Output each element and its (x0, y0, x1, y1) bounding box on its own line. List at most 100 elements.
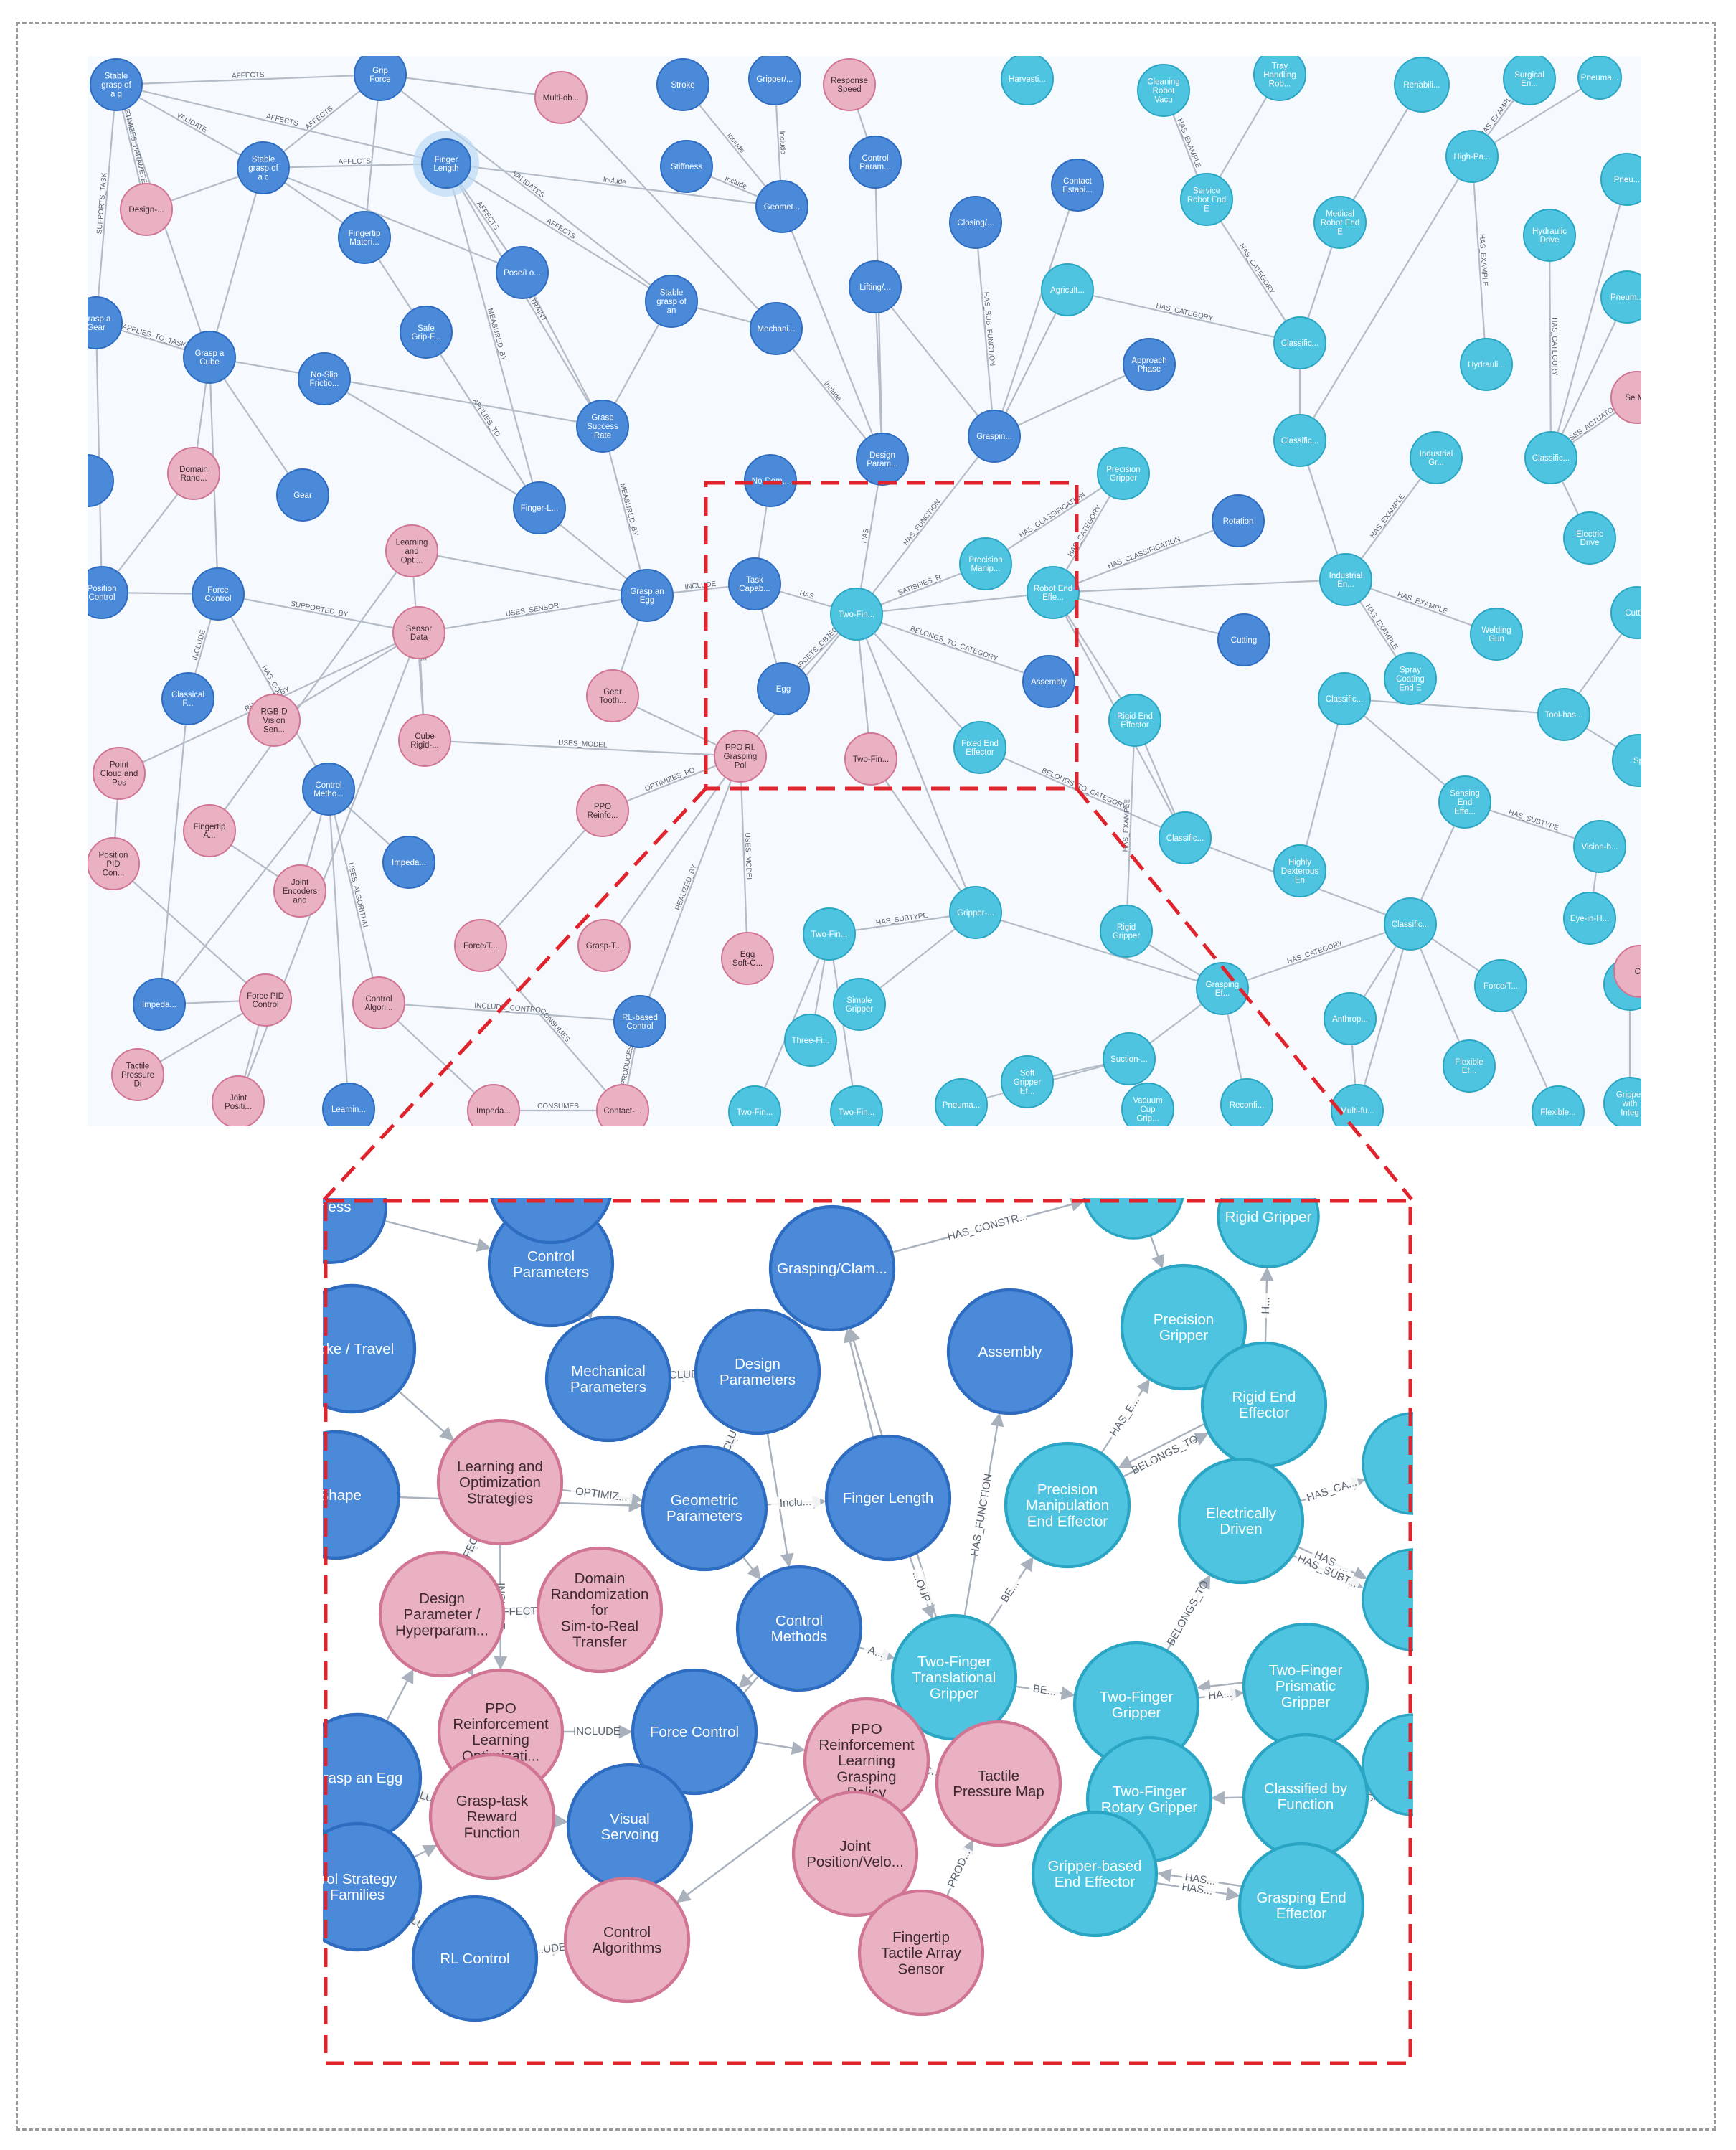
overview-node-gripper[interactable]: Gripper-... (949, 886, 1002, 939)
overview-node-co[interactable]: Co (1613, 945, 1641, 998)
overview-node-high-pa[interactable]: High-Pa... (1445, 130, 1499, 183)
overview-node-stiffness[interactable]: Stiffness (660, 140, 713, 193)
overview-node-two-fin[interactable]: Two-Fin... (728, 1085, 781, 1126)
overview-node-three-fi[interactable]: Three-Fi... (784, 1014, 837, 1067)
overview-node-classific[interactable]: Classific... (1273, 316, 1326, 369)
overview-node-harvesti[interactable]: Harvesti... (1001, 56, 1054, 105)
overview-node-cutti[interactable]: Cutti... (1610, 586, 1641, 639)
detail-node-r-shape[interactable]: r Shape (323, 1430, 401, 1560)
detail-node-troke-travel[interactable]: troke / Travel (323, 1283, 417, 1414)
overview-node-gear[interactable]: Gear (276, 468, 329, 522)
overview-node-assembly[interactable]: Assembly (1022, 655, 1075, 708)
detail-node-grasp-an-egg[interactable]: Grasp an Egg (323, 1712, 423, 1843)
overview-node-impeda[interactable]: Impeda... (133, 978, 186, 1031)
overview-node-rotation[interactable]: Rotation (1212, 494, 1265, 547)
overview-node-grasp-t[interactable]: Grasp-T... (577, 919, 631, 972)
overview-node-force-t[interactable]: Force/T... (1474, 959, 1527, 1012)
overview-node-finger-l[interactable]: Finger-L... (513, 481, 566, 534)
overview-node-lifting[interactable]: Lifting/... (849, 260, 902, 313)
overview-node-suction[interactable]: Suction-... (1103, 1032, 1156, 1085)
overview-node-pneum[interactable]: Pneum... (1600, 270, 1641, 324)
overview-node-vision-b[interactable]: Vision-b... (1573, 820, 1626, 873)
overview-node-no-dom[interactable]: No-Dom... (744, 454, 797, 507)
overview-node-learnin[interactable]: Learnin... (322, 1083, 375, 1126)
overview-node-closing[interactable]: Closing/... (949, 196, 1002, 249)
overview-node-mechani[interactable]: Mechani... (750, 302, 803, 355)
overview-node-two-fin[interactable]: Two-Fin... (844, 732, 897, 786)
overview-node-tool-bas[interactable]: Tool-bas... (1537, 688, 1590, 741)
overview-node-agricult[interactable]: Agricult... (1041, 263, 1094, 316)
detail-node-rigid-gripper[interactable]: Rigid Gripper (1217, 1198, 1320, 1268)
overview-node-gripper[interactable]: Gripper/... (748, 56, 801, 105)
overview-node-eye-in-h[interactable]: Eye-in-H... (1563, 892, 1616, 945)
overview-node-two-fin[interactable]: Two-Fin... (830, 1085, 883, 1126)
overview-node-classific[interactable]: Classific... (1159, 811, 1212, 864)
overview-node-stroke[interactable]: Stroke (656, 58, 709, 111)
detail-node-d41[interactable] (1362, 1412, 1413, 1515)
detail-node-finger-length[interactable]: Finger Length (824, 1434, 952, 1562)
detail-node-ppo-reinforcement-learning-grasping-policy[interactable]: PPOReinforcementLearningGraspingPolicy (803, 1697, 930, 1824)
overview-node-o50[interactable] (88, 454, 114, 507)
detail-node-force-control[interactable]: Force Control (631, 1668, 758, 1796)
overview-node-egg[interactable]: Egg (757, 662, 810, 715)
detail-node-assembly[interactable]: Assembly (946, 1288, 1074, 1415)
overview-node-graspin[interactable]: Graspin... (968, 410, 1021, 463)
detail-node-d39[interactable] (489, 1198, 613, 1245)
overview-node-classific[interactable]: Classific... (1524, 431, 1577, 484)
detail-node-rl-control[interactable]: RL Control (411, 1895, 539, 2022)
overview-node-design[interactable]: Design-... (120, 183, 173, 236)
